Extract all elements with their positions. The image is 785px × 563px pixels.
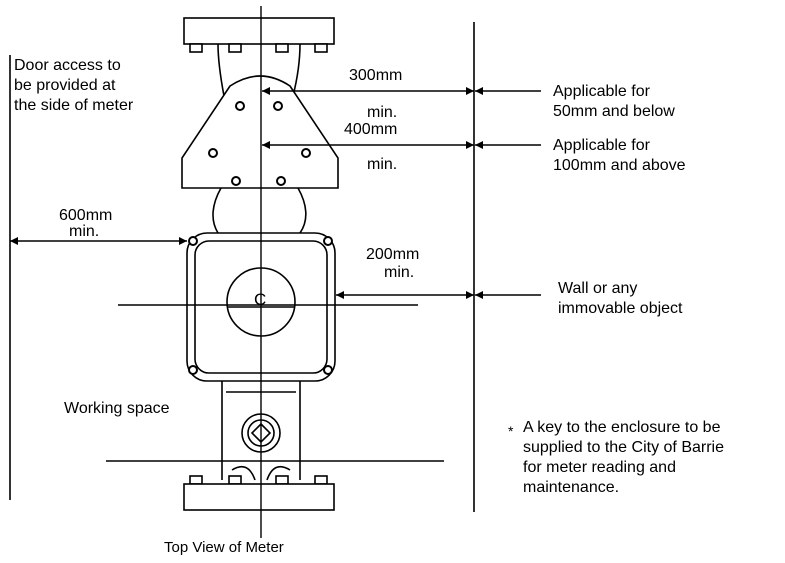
centerline-symbol: C [254, 290, 267, 309]
working-space-label: Working space [64, 400, 170, 417]
door-access-note: Door access to be provided at the side o… [14, 56, 133, 116]
dimension-300-min: min. [367, 103, 398, 123]
wall-note-line: Wall or any [558, 280, 638, 297]
meter-outline [181, 17, 339, 511]
wall-note-line: immovable object [558, 300, 683, 317]
drawing-caption: Top View of Meter [164, 539, 284, 556]
applicable-small-line: 50mm and below [553, 103, 675, 120]
dimension-400-min: min. [367, 155, 398, 175]
applicable-large-note: Applicable for 100mm and above [553, 136, 686, 176]
key-note-line: for meter reading and [523, 459, 676, 476]
key-note: A key to the enclosure to be supplied to… [523, 418, 724, 498]
door-access-line: be provided at [14, 77, 116, 94]
applicable-small-note: Applicable for 50mm and below [553, 82, 675, 122]
dimension-400-value: 400mm [344, 120, 398, 140]
applicable-large-line: Applicable for [553, 137, 650, 154]
key-note-bullet: * [508, 423, 514, 439]
bolt-holes [188, 101, 333, 375]
wall-note: Wall or any immovable object [558, 279, 683, 319]
key-note-line: maintenance. [523, 479, 620, 496]
dimension-300-value: 300mm [349, 66, 403, 86]
door-access-line: the side of meter [14, 97, 134, 114]
key-note-line: supplied to the City of Barrie [523, 439, 724, 456]
applicable-small-line: Applicable for [553, 83, 650, 100]
key-note-line: A key to the enclosure to be [523, 419, 721, 436]
dimension-200-value: 200mm [366, 246, 420, 263]
door-access-line: Door access to [14, 57, 121, 74]
dimension-600-value: 600mm [59, 207, 113, 224]
dimension-200-min: min. [384, 264, 415, 281]
callout-arrows [475, 87, 541, 299]
applicable-large-line: 100mm and above [553, 157, 686, 174]
dimension-600-min: min. [69, 223, 100, 240]
